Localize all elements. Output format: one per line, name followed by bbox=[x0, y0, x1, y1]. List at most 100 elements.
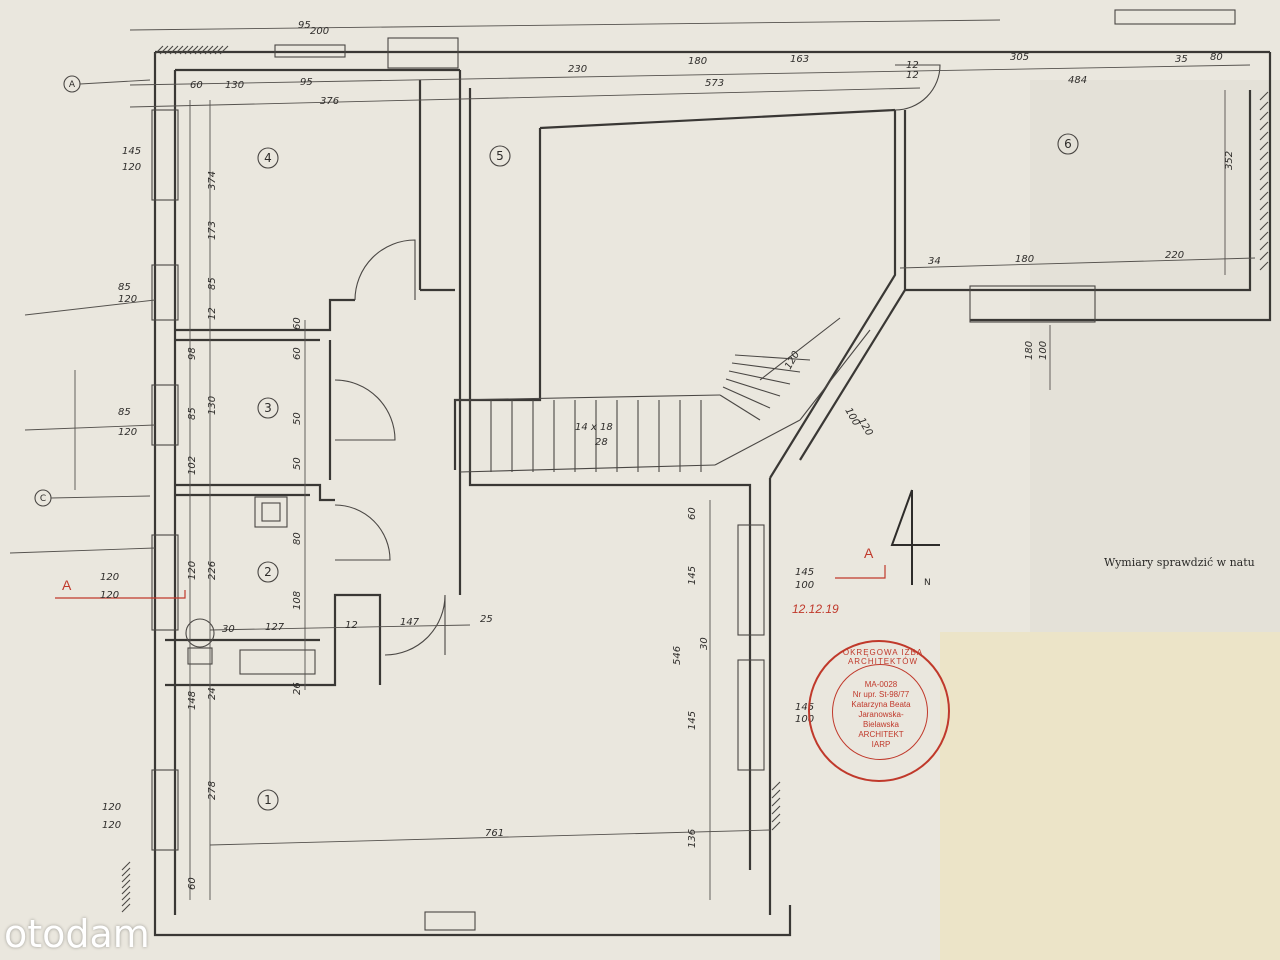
hatch-stroke bbox=[1259, 211, 1269, 221]
stair-tread bbox=[454, 394, 721, 401]
door-swings bbox=[334, 64, 941, 656]
stair-tread bbox=[719, 394, 761, 421]
dimension-value: 145 bbox=[687, 711, 698, 730]
hatch-stroke bbox=[1259, 261, 1269, 271]
room-4-label: 4 bbox=[264, 151, 272, 165]
hatch-stroke bbox=[1259, 181, 1269, 191]
dimension-value: 147 bbox=[400, 617, 420, 628]
hatch-stroke bbox=[204, 45, 214, 55]
dimension-value: 35 bbox=[1175, 54, 1188, 65]
dimension-check-note: Wymiary sprawdzić w natu bbox=[1104, 556, 1255, 569]
dimension-value: 352 bbox=[1224, 151, 1235, 170]
dimension-value: 136 bbox=[687, 829, 698, 848]
stair-tread bbox=[722, 386, 771, 409]
dimension-value: 85 bbox=[118, 282, 131, 293]
dimension-value: 305 bbox=[1010, 52, 1029, 63]
overlapping-paper-sheet bbox=[940, 632, 1280, 960]
dimension-value: 85 bbox=[207, 277, 218, 290]
dimension-value: 761 bbox=[485, 828, 504, 839]
dimension-value: 100 bbox=[795, 580, 814, 591]
north-arrow: N bbox=[890, 489, 940, 588]
hatch-stroke bbox=[771, 805, 781, 815]
hatch-stroke bbox=[209, 45, 219, 55]
dimension-value: 85 bbox=[118, 407, 131, 418]
hatch-stroke bbox=[1259, 231, 1269, 241]
dimension-value: 60 bbox=[687, 507, 698, 520]
dimension-value: 60 bbox=[292, 317, 303, 330]
dimension-value: 230 bbox=[568, 64, 587, 75]
dimension-value: 98 bbox=[187, 347, 198, 360]
dimension-value: 120 bbox=[100, 572, 119, 583]
interior-walls bbox=[165, 80, 455, 687]
dimension-value: 163 bbox=[790, 54, 809, 65]
hatch-stroke bbox=[184, 45, 194, 55]
dimension-value: 546 bbox=[672, 646, 683, 665]
axis-c-label: C bbox=[40, 494, 46, 504]
seal-line: IARP bbox=[871, 740, 891, 749]
seal-line: MA-0028 bbox=[864, 680, 898, 689]
dimension-value: 95 bbox=[300, 77, 313, 88]
section-marks: A A bbox=[55, 545, 886, 599]
hatch-stroke bbox=[189, 45, 199, 55]
dimension-value: 120 bbox=[118, 427, 137, 438]
seal-ring-text: OKRĘGOWA IZBA ARCHITEKTÓW bbox=[842, 648, 924, 666]
dimension-value: 80 bbox=[1210, 52, 1223, 63]
stamp-date: 12.12.19 bbox=[792, 602, 839, 616]
dimension-value: 30 bbox=[222, 624, 235, 635]
dimension-value: 180 bbox=[1015, 254, 1034, 265]
dimension-value: 26 bbox=[292, 682, 303, 695]
dimension-value: 220 bbox=[1165, 250, 1184, 261]
dimension-value: 120 bbox=[102, 820, 121, 831]
section-mark-right: A bbox=[864, 545, 874, 561]
dimension-value: 278 bbox=[207, 781, 218, 800]
dimension-value: 120 bbox=[118, 294, 137, 305]
hatch-stroke bbox=[1259, 221, 1269, 231]
room-6-label: 6 bbox=[1064, 137, 1072, 151]
dimension-value: 145 bbox=[122, 146, 141, 157]
room-labels: 1 2 3 4 5 6 bbox=[257, 133, 1079, 811]
seal-line: Jaranowska- bbox=[858, 710, 904, 719]
windows bbox=[151, 9, 1236, 851]
hatch-stroke bbox=[121, 891, 131, 901]
hatch-stroke bbox=[1259, 131, 1269, 141]
seal-text-lines: MA-0028 Nr upr. St-98/77 Katarzyna Beata… bbox=[836, 680, 926, 750]
dimension-value: 100 bbox=[795, 714, 814, 725]
architect-seal: OKRĘGOWA IZBA ARCHITEKTÓW MA-0028 Nr upr… bbox=[808, 640, 950, 782]
hatch-stroke bbox=[1259, 191, 1269, 201]
room-1-label: 1 bbox=[264, 793, 272, 807]
stair-tread bbox=[714, 419, 801, 466]
hatch-stroke bbox=[771, 781, 781, 791]
seal-line: ARCHITEKT bbox=[858, 730, 904, 739]
room-3-label: 3 bbox=[264, 401, 272, 415]
axis-a-label: A bbox=[69, 80, 76, 90]
dimension-value: 60 bbox=[190, 80, 203, 91]
dimension-value: 120 bbox=[100, 590, 119, 601]
hatch-stroke bbox=[194, 45, 204, 55]
hatch-stroke bbox=[1259, 111, 1269, 121]
hatch-stroke bbox=[154, 45, 164, 55]
dimension-value: 376 bbox=[320, 96, 339, 107]
seal-line: Nr upr. St-98/77 bbox=[852, 690, 910, 699]
dimension-value: 127 bbox=[265, 622, 285, 633]
dimension-value: 34 bbox=[928, 256, 941, 267]
wall-hatching bbox=[121, 45, 1269, 913]
dimension-value: 12 bbox=[906, 70, 919, 81]
dimension-value: 60 bbox=[292, 347, 303, 360]
dimension-value: 25 bbox=[480, 614, 493, 625]
hatch-stroke bbox=[121, 885, 131, 895]
dimension-value: 120 bbox=[102, 802, 121, 813]
stair-label: 14 x 18 bbox=[575, 422, 613, 433]
hatch-stroke bbox=[179, 45, 189, 55]
dimension-value: 130 bbox=[207, 396, 218, 415]
hatch-stroke bbox=[214, 45, 224, 55]
stair-tread bbox=[759, 317, 841, 381]
hatch-stroke bbox=[121, 873, 131, 883]
hatch-stroke bbox=[174, 45, 184, 55]
north-label: N bbox=[924, 578, 931, 588]
hatch-stroke bbox=[1259, 101, 1269, 111]
dimension-value: 200 bbox=[310, 26, 329, 37]
hatch-stroke bbox=[1259, 171, 1269, 181]
exterior-walls bbox=[153, 50, 1272, 937]
